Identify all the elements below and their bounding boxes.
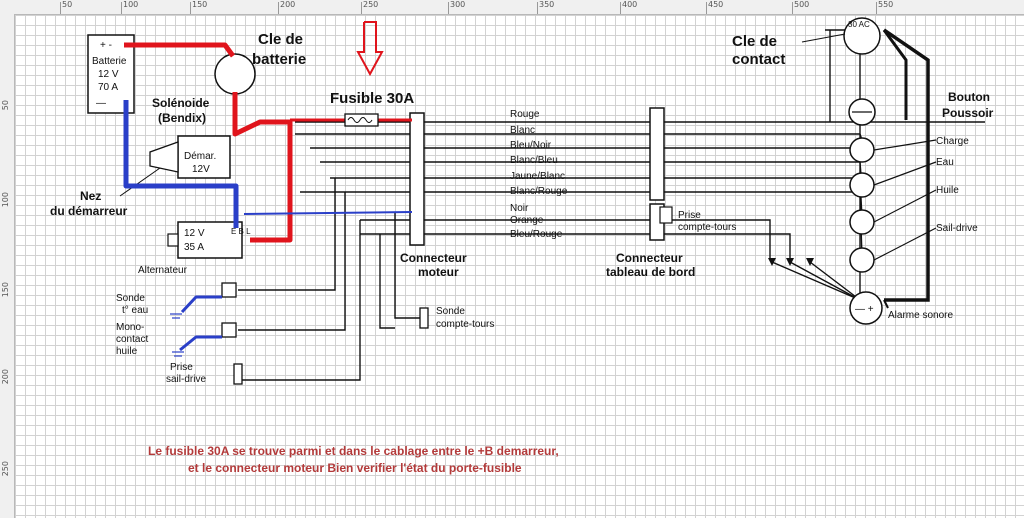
ruler-tick: 550 [875, 0, 894, 14]
oil-sensor-label-1: Mono- [116, 322, 144, 333]
wire-label: Bleu/Noir [510, 140, 552, 151]
ruler-tick: 100 [120, 0, 139, 14]
ignition-terminals: 30 AC [848, 20, 870, 29]
tacho-plug-label-1: Prise [678, 210, 701, 221]
fuse-arrow [356, 21, 384, 77]
ruler-tick: 450 [705, 0, 724, 14]
wire-label: Rouge [510, 109, 540, 120]
ignition-pointer [801, 33, 846, 43]
tacho-sensor [419, 307, 429, 329]
indicator-label: Huile [936, 185, 959, 196]
tacho-sensor-label-1: Sonde [436, 306, 465, 317]
alarm-buzzer [849, 291, 883, 325]
battery-key-label-1: Cle de [258, 31, 303, 48]
saildrive-plug [233, 363, 243, 385]
ruler-left: 50 100 150 200 250 [0, 14, 15, 518]
oil-sensor-label-2: contact [116, 334, 148, 345]
water-indicator [849, 172, 875, 198]
panel-connector-label-2: tableau de bord [606, 265, 695, 279]
alternator-label: Alternateur [138, 265, 188, 276]
wire-bundle [238, 28, 985, 381]
indicator-leads [873, 139, 937, 261]
alternator-current: 35 A [184, 242, 204, 253]
fuse-label: Fusible 30A [330, 90, 414, 107]
wire-label: Jaune/Blanc [510, 171, 565, 182]
push-button-label-2: Poussoir [942, 106, 994, 120]
blue-ground-wire [123, 100, 413, 352]
ruler-tick: 400 [619, 0, 638, 14]
wire-label: Noir [510, 203, 529, 214]
indicator-label: Eau [936, 157, 954, 168]
ruler-tick: 150 [189, 0, 208, 14]
alternator [177, 221, 243, 259]
ground-symbol [170, 313, 184, 357]
wire-label: Blanc/Bleu [510, 155, 558, 166]
push-button-label-1: Bouton [948, 90, 990, 104]
temp-sensor-label-1: Sonde [116, 293, 145, 304]
alarm-terminals: — + [855, 304, 874, 315]
ignition-switch [843, 17, 881, 55]
engine-connector [409, 112, 425, 246]
battery-key-label-2: batterie [252, 51, 306, 68]
tacho-plug-label-2: compte-tours [678, 222, 736, 233]
solenoid-label-1: Solénoide [152, 96, 210, 110]
ruler-tick: 50 [59, 0, 73, 14]
battery-capacity: 70 A [98, 82, 118, 93]
engine-connector-label-1: Connecteur [400, 251, 467, 265]
tacho-plug [659, 206, 673, 224]
ruler-tick: 500 [791, 0, 810, 14]
ruler-top: 50 100 150 200 250 300 350 400 450 500 5… [0, 0, 1024, 15]
engine-connector-label-2: moteur [418, 265, 459, 279]
oil-sensor [221, 322, 237, 338]
indicator-label: Sail-drive [936, 223, 978, 234]
starter-nose-label-1: Nez [80, 189, 101, 203]
wire-label: Bleu/Rouge [510, 229, 563, 240]
temp-sensor-label-2: t° eau [122, 305, 148, 316]
alternator-voltage: 12 V [184, 228, 205, 239]
saildrive-indicator [849, 247, 875, 273]
solenoid-label-2: (Bendix) [158, 111, 206, 125]
wire-label: Blanc [510, 125, 535, 136]
ignition-label-2: contact [732, 51, 785, 68]
diode-group [768, 258, 814, 266]
alternator-shaft [167, 233, 179, 247]
wire-label: Orange [510, 215, 544, 226]
oil-sensor-label-3: huile [116, 346, 138, 357]
indicator-label: Charge [936, 136, 969, 147]
battery-minus-label: — [96, 98, 106, 109]
charge-indicator [849, 137, 875, 163]
alarm-label: Alarme sonore [888, 310, 953, 321]
battery-key-switch [214, 53, 256, 95]
battery-voltage: 12 V [98, 69, 119, 80]
temp-sensor [221, 282, 237, 298]
note-line-1: Le fusible 30A se trouve parmi et dans l… [148, 444, 559, 458]
starter-label-1: Démar. [184, 151, 216, 162]
starter-nose [149, 141, 179, 173]
red-power-wire [124, 42, 412, 243]
ignition-label-1: Cle de [732, 33, 777, 50]
tacho-sensor-label-2: compte-tours [436, 319, 494, 330]
ruler-tick: 200 [277, 0, 296, 14]
saildrive-plug-label-1: Prise [170, 362, 193, 373]
ruler-tick: 250 [360, 0, 379, 14]
saildrive-plug-label-2: sail-drive [166, 374, 206, 385]
wire-label: Blanc/Rouge [510, 186, 568, 197]
oil-indicator [849, 209, 875, 235]
fuse-element [347, 117, 373, 123]
alternator-terminals: E B L [231, 227, 251, 236]
battery-label: Batterie [92, 56, 127, 67]
starter-nose-pointer [119, 167, 161, 197]
panel-connector-upper [649, 107, 665, 201]
fuse-30a [344, 113, 379, 127]
starter-label-2: 12V [192, 164, 210, 175]
panel-connector-label-1: Connecteur [616, 251, 683, 265]
battery-plus-label: + - [100, 40, 112, 51]
ruler-tick: 350 [536, 0, 555, 14]
battery [87, 34, 135, 114]
starter-nose-label-2: du démarreur [50, 204, 128, 218]
ruler-tick: 300 [447, 0, 466, 14]
note-line-2: et le connecteur moteur Bien verifier l'… [188, 461, 522, 475]
